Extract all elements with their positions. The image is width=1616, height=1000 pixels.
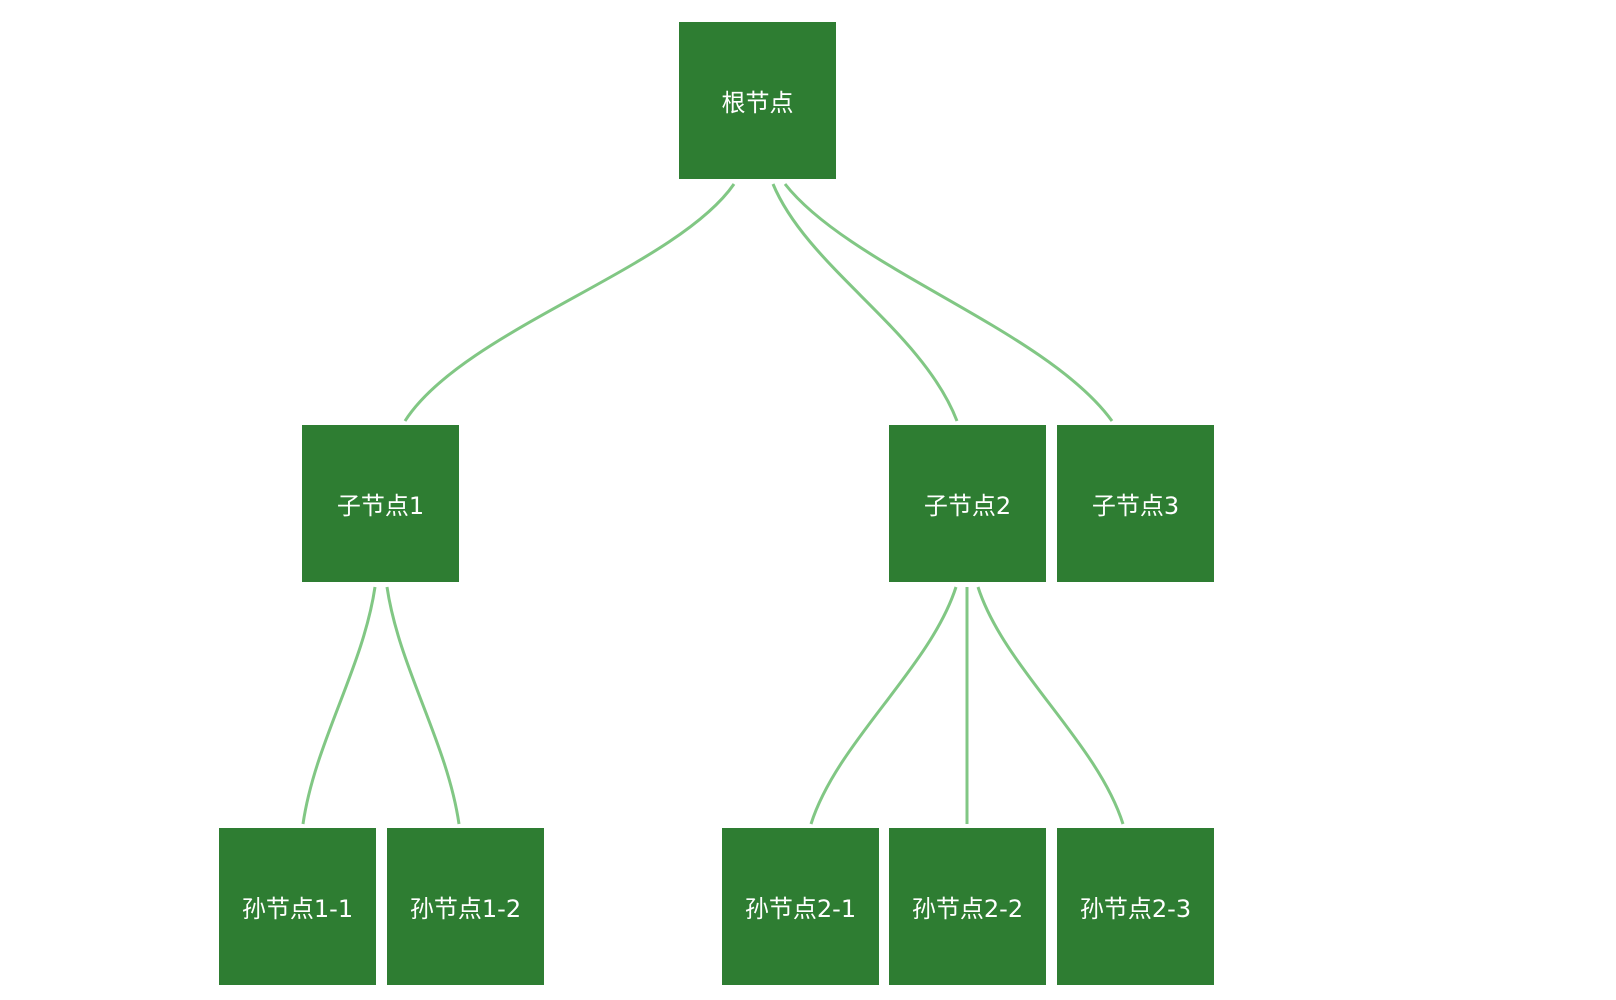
node-label: 孙节点2-3: [1079, 895, 1192, 923]
node-grandchild-2-3[interactable]: 孙节点2-3: [1057, 828, 1214, 985]
node-label: 子节点2: [923, 492, 1012, 520]
node-root[interactable]: 根节点: [679, 22, 836, 179]
edge-child1-grandchild1-2: [385, 586, 461, 825]
edge-root-child2: [771, 183, 959, 422]
node-label: 孙节点1-2: [409, 895, 522, 923]
node-label: 子节点3: [1091, 492, 1180, 520]
node-label: 孙节点2-1: [744, 895, 857, 923]
edge-child1-grandchild1-1: [301, 586, 377, 825]
edge-child2-grandchild2-3: [976, 586, 1125, 825]
node-label: 孙节点1-1: [241, 895, 354, 923]
node-child-1[interactable]: 子节点1: [302, 425, 459, 582]
node-label: 子节点1: [336, 492, 425, 520]
edge-root-child1: [403, 183, 736, 422]
node-grandchild-1-1[interactable]: 孙节点1-1: [219, 828, 376, 985]
node-grandchild-1-2[interactable]: 孙节点1-2: [387, 828, 544, 985]
node-child-3[interactable]: 子节点3: [1057, 425, 1214, 582]
node-grandchild-2-1[interactable]: 孙节点2-1: [722, 828, 879, 985]
edge-root-child3: [783, 183, 1114, 422]
node-child-2[interactable]: 子节点2: [889, 425, 1046, 582]
node-label: 孙节点2-2: [911, 895, 1024, 923]
node-label: 根节点: [721, 89, 794, 117]
edge-child2-grandchild2-1: [809, 586, 958, 825]
node-grandchild-2-2[interactable]: 孙节点2-2: [889, 828, 1046, 985]
